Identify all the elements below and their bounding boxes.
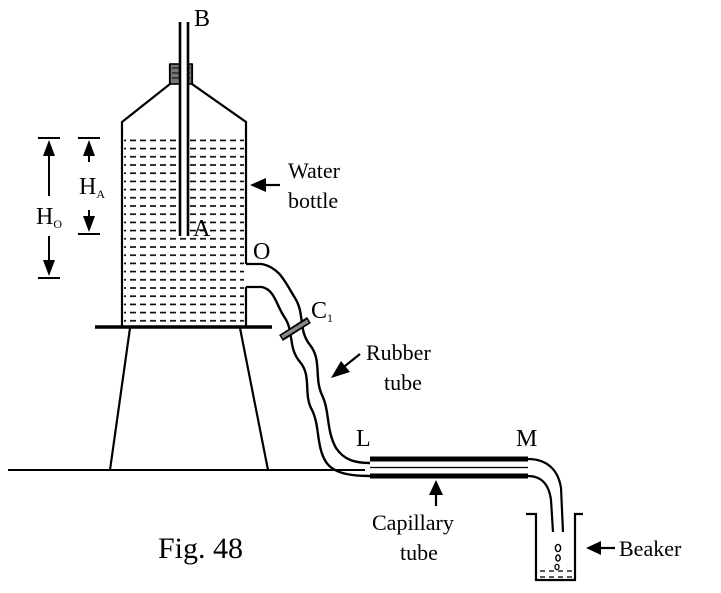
label-clamp: C1 bbox=[311, 298, 333, 325]
label-rubber-tube-2: tube bbox=[384, 370, 422, 395]
tube-ab-inner bbox=[181, 22, 187, 236]
label-point-b: B bbox=[194, 6, 210, 32]
label-height-o-letter: H bbox=[36, 204, 53, 230]
water-drop bbox=[554, 563, 560, 571]
bottle-stand bbox=[108, 327, 270, 471]
clamp-c1 bbox=[279, 317, 311, 341]
water-drop bbox=[555, 554, 561, 562]
beaker-arrow bbox=[586, 541, 615, 555]
label-point-l: L bbox=[356, 426, 371, 452]
label-point-a: A bbox=[193, 216, 211, 242]
label-clamp-letter: C bbox=[311, 298, 327, 324]
figure-caption: Fig. 48 bbox=[158, 532, 243, 565]
outlet-to-beaker bbox=[527, 457, 565, 533]
label-height-o: HO bbox=[36, 204, 62, 231]
label-clamp-sub: 1 bbox=[327, 311, 333, 325]
outlet-tube bbox=[246, 262, 262, 289]
label-point-m: M bbox=[516, 426, 537, 452]
label-water-bottle-1: Water bbox=[288, 158, 341, 183]
rubber-tube bbox=[261, 262, 371, 465]
label-height-o-sub: O bbox=[53, 217, 62, 231]
rubber-tube-arrow bbox=[331, 353, 361, 378]
height-o-dimension bbox=[38, 137, 60, 279]
label-height-a-sub: A bbox=[96, 187, 105, 201]
beaker bbox=[526, 512, 583, 582]
label-water-bottle-2: bottle bbox=[288, 188, 338, 213]
label-point-o: O bbox=[253, 239, 270, 265]
beaker-water bbox=[538, 566, 574, 579]
label-height-a: HA bbox=[79, 174, 105, 201]
label-capillary-tube-2: tube bbox=[400, 540, 438, 565]
label-capillary-tube-1: Capillary bbox=[372, 510, 454, 535]
capillary-tube-arrow bbox=[429, 480, 443, 506]
water-bottle-arrow bbox=[250, 178, 280, 192]
label-beaker: Beaker bbox=[619, 536, 682, 561]
water-drop bbox=[554, 543, 562, 553]
label-height-a-letter: H bbox=[79, 174, 96, 200]
height-a-dimension bbox=[78, 137, 100, 235]
label-rubber-tube-1: Rubber bbox=[366, 340, 431, 365]
